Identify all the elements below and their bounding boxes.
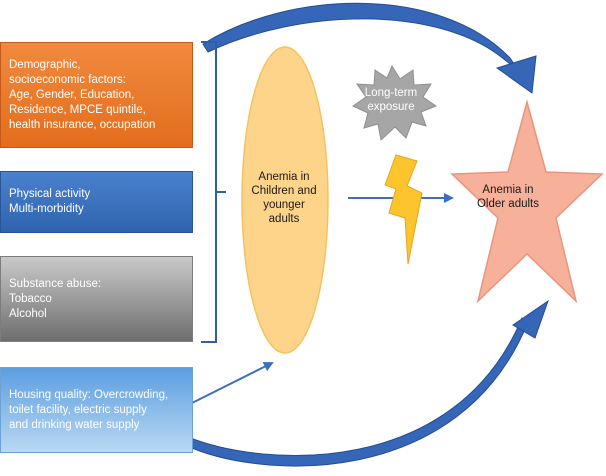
housing-quality-box: Housing quality: Overcrowding, toilet fa… [0, 367, 193, 453]
exposure-line: Long-term [364, 87, 418, 99]
housing-line: toilet facility, electric supply [9, 403, 147, 416]
older-star-label: Anemia in Older adults [460, 183, 556, 211]
older-line: Anemia in [482, 184, 534, 196]
demographic-line: Demographic, [9, 58, 81, 71]
children-line: younger [263, 199, 305, 211]
lightning-bolt-icon [384, 154, 423, 265]
older-line: Older adults [476, 198, 539, 210]
demographic-line: Residence, MPCE quintile, [9, 103, 146, 116]
physical-activity-box: Physical activity Multi-morbidity [0, 171, 193, 233]
substance-line: Alcohol [9, 307, 47, 320]
demographic-line: Age, Gender, Education, [9, 88, 135, 101]
substance-line: Tobacco [9, 292, 52, 305]
curved-arrow-top-head [495, 55, 537, 94]
exposure-burst-icon [351, 64, 438, 141]
bracket [201, 41, 226, 343]
children-ellipse [241, 46, 329, 354]
exposure-burst-label: Long-term exposure [361, 86, 421, 114]
housing-line: Housing quality: Overcrowding, [9, 388, 169, 401]
curved-arrow-bottom-head [512, 299, 549, 339]
children-line: Children and [251, 185, 317, 197]
housing-line: and drinking water supply [9, 418, 140, 431]
substance-line: Substance abuse: [9, 277, 102, 290]
curved-arrow-bottom [184, 317, 529, 467]
demographic-line: health insurance, occupation [9, 118, 156, 131]
arrow-housing-to-ellipse [189, 362, 274, 405]
physical-line: Multi-morbidity [9, 203, 84, 215]
older-adults-star [450, 99, 604, 304]
children-ellipse-label: Anemia in Children and younger adults [240, 170, 328, 226]
physical-line: Physical activity [9, 188, 91, 200]
exposure-line: exposure [367, 101, 415, 113]
substance-abuse-box: Substance abuse: Tobacco Alcohol [0, 256, 193, 342]
demographic-factors-box: Demographic, socioeconomic factors: Age,… [0, 42, 193, 148]
children-line: adults [268, 213, 300, 225]
curved-arrow-top [202, 2, 519, 71]
demographic-line: socioeconomic factors: [9, 73, 126, 86]
children-line: Anemia in [258, 171, 310, 183]
